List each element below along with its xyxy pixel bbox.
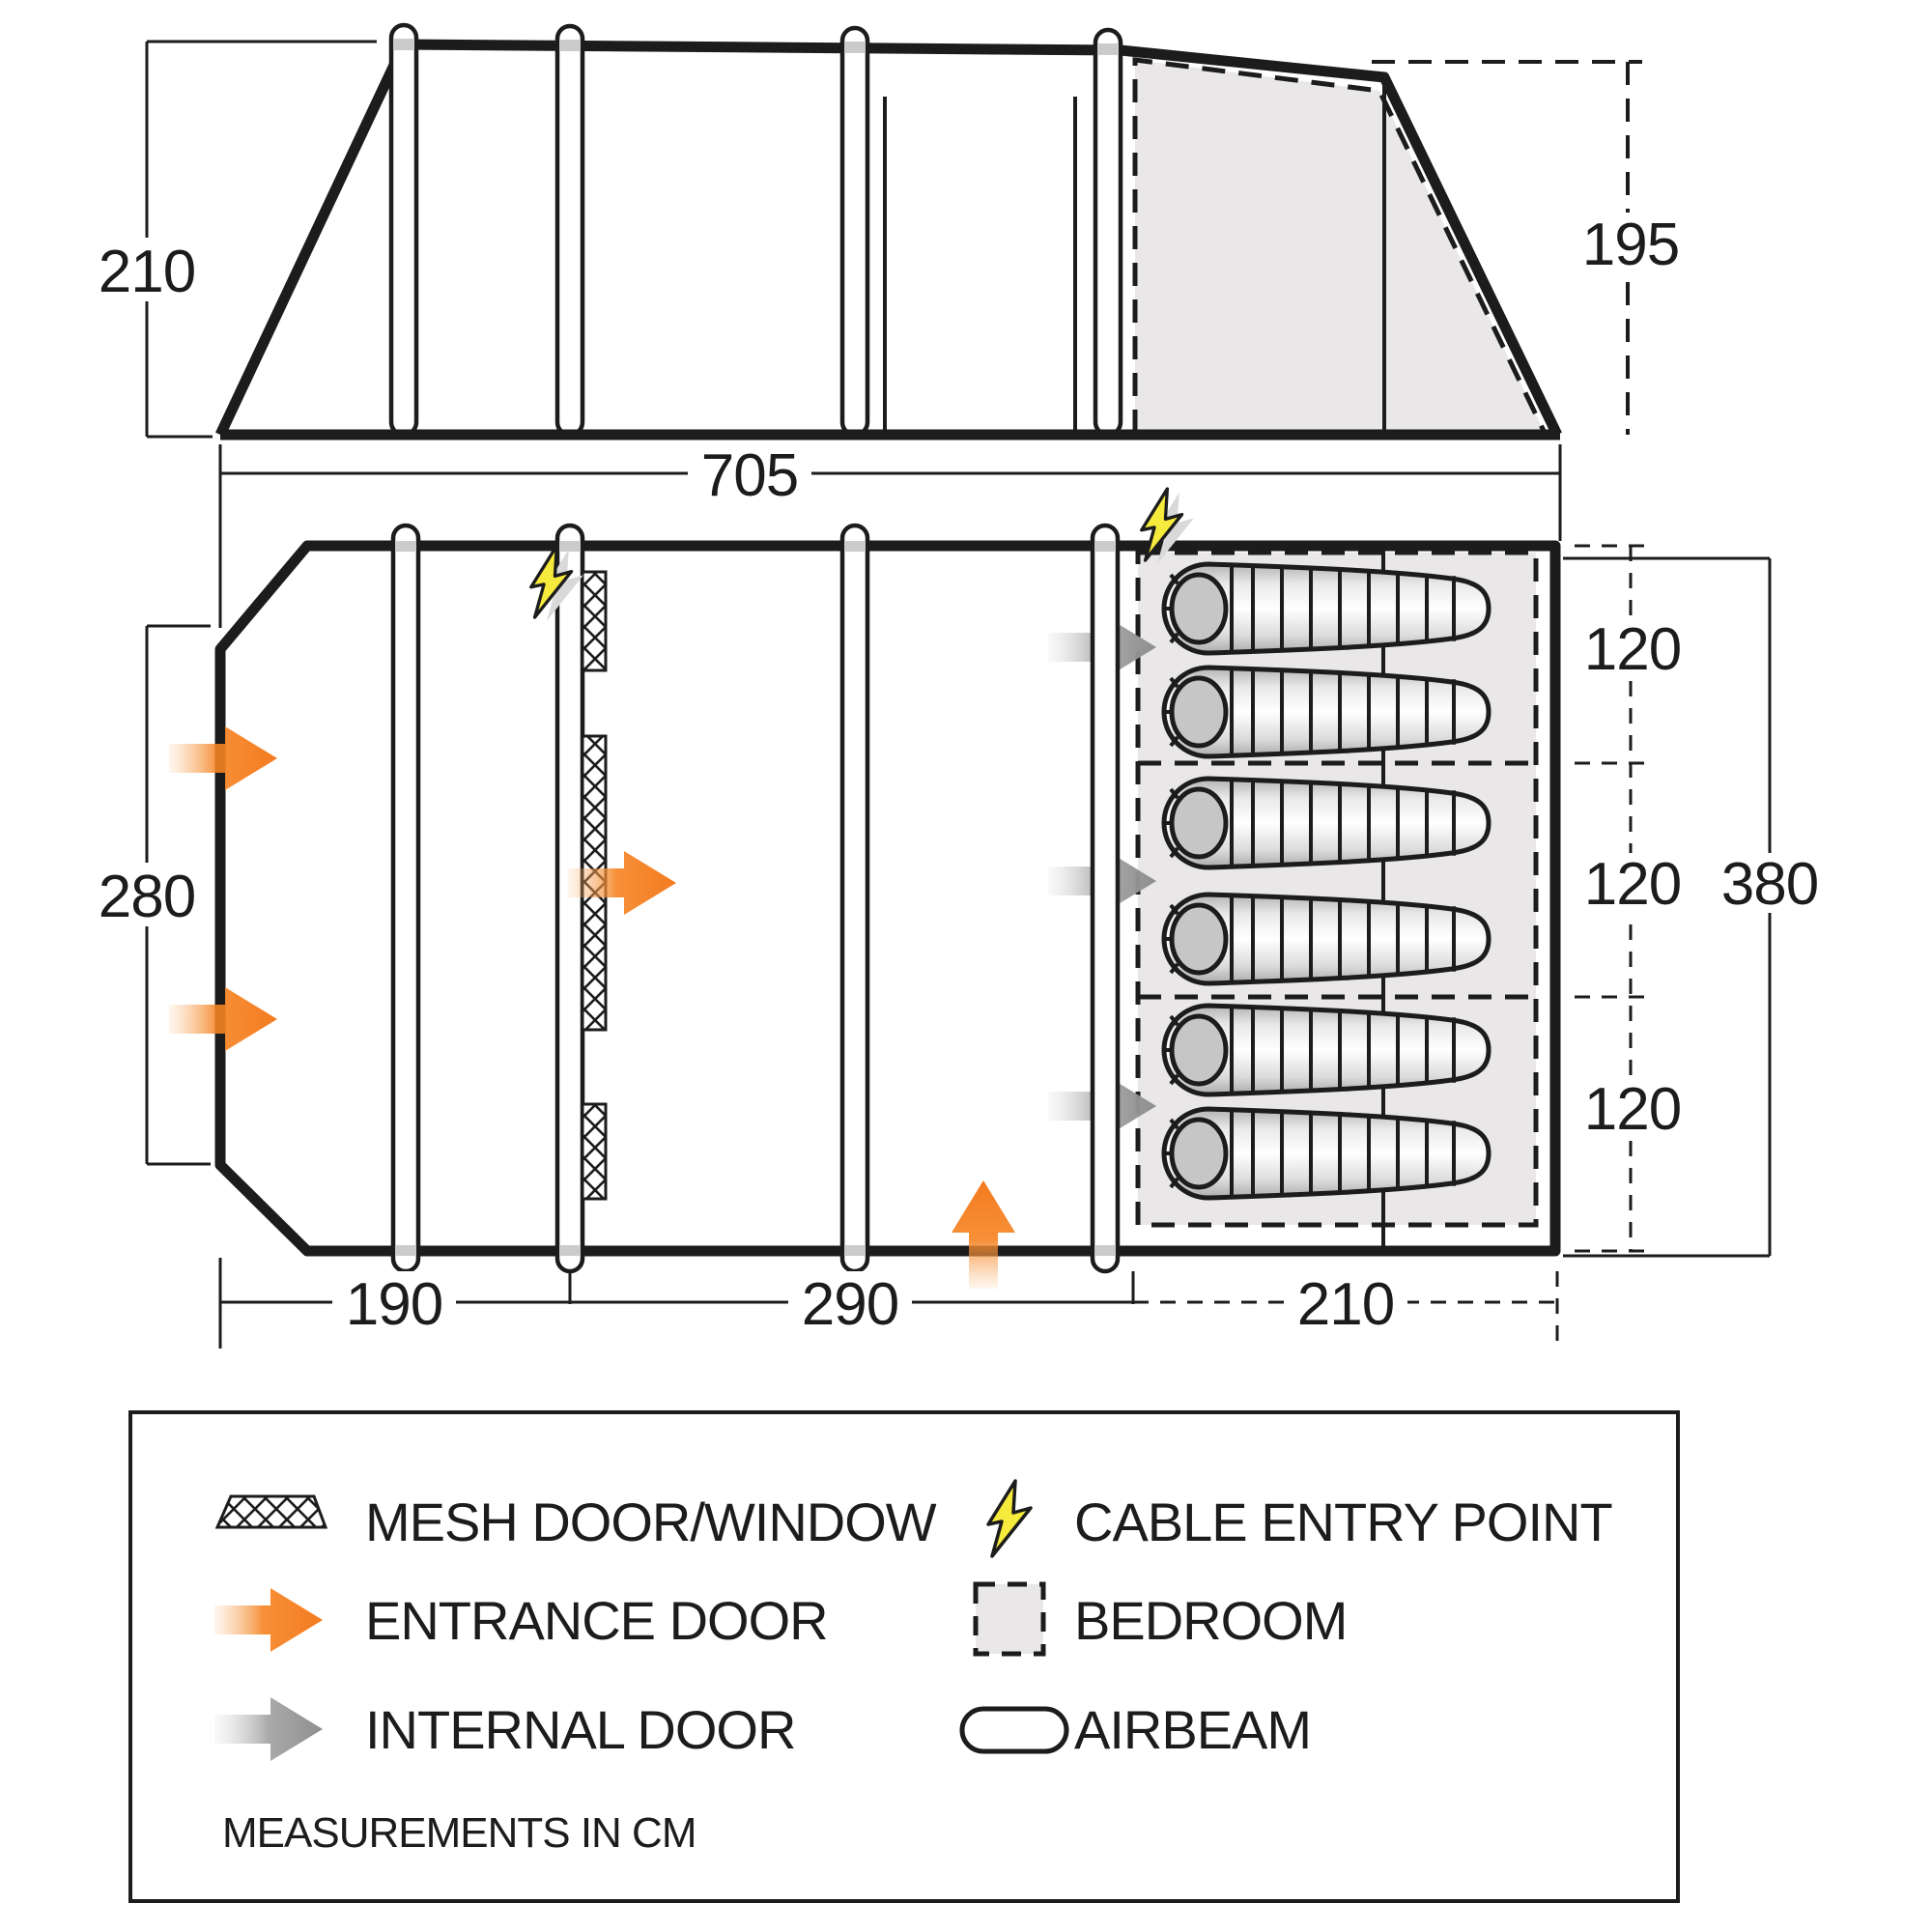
pole-wall-crossing: [1094, 541, 1116, 552]
pole-wall-crossing: [395, 1245, 416, 1256]
dimension-label-210-segment: 210: [1297, 1271, 1394, 1338]
airbeam-pole: [1090, 523, 1121, 1274]
sleeping-bag: [1164, 779, 1489, 867]
legend: MESH DOOR/WINDOW ENTRANCE DOOR INTERNAL …: [128, 1410, 1680, 1903]
floorplan-outer-wall: [214, 540, 1561, 1257]
legend-label-bedroom: BEDROOM: [1074, 1590, 1347, 1651]
pole-wall-crossing: [844, 1245, 866, 1256]
dimension-label-290: 290: [802, 1271, 898, 1338]
legend-box: [128, 1410, 1680, 1903]
sleeping-bag: [1164, 1109, 1489, 1198]
side-bedroom-dashed-outline: [1132, 57, 1548, 435]
pole-wall-crossing: [844, 541, 866, 552]
dimension-bedroom-sections: 120 120 120: [1573, 544, 1690, 1253]
sleeping-bag: [1164, 668, 1489, 756]
dimension-label-195-height: 195: [1582, 212, 1679, 278]
airbeam-pole: [839, 25, 870, 438]
legend-label-entrance: ENTRANCE DOOR: [365, 1590, 828, 1651]
legend-label-mesh: MESH DOOR/WINDOW: [365, 1492, 937, 1552]
legend-label-internal: INTERNAL DOOR: [365, 1699, 795, 1760]
side-bedroom-area: [1135, 60, 1545, 433]
dimension-label-120-c: 120: [1584, 1076, 1681, 1143]
airbeam-pole: [839, 523, 870, 1274]
mesh-window-pattern: [582, 1104, 606, 1199]
airbeam-pole: [1093, 27, 1123, 438]
pole-wall-crossing: [1094, 1245, 1116, 1256]
sleeping-bag: [1164, 895, 1489, 983]
sleeping-bag: [1164, 564, 1489, 653]
legend-label-airbeam: AIRBEAM: [1074, 1699, 1311, 1760]
plan-airbeam-poles: [390, 523, 1121, 1274]
measurements-note: MEASUREMENTS IN CM: [222, 1809, 696, 1857]
airbeam-icon: [959, 1706, 1069, 1754]
side-airbeam-poles: [388, 22, 1123, 438]
dimension-label-380: 380: [1721, 851, 1818, 918]
dimension-label-120-b: 120: [1584, 851, 1681, 918]
sleeping-bag: [1164, 1006, 1489, 1094]
floor-plan-view: 280 190 290 210 120 120: [87, 487, 1832, 1349]
dimension-label-280-width: 280: [99, 864, 195, 930]
pole-roof-crossing: [393, 39, 414, 50]
pole-wall-crossing: [559, 1245, 581, 1256]
dimension-side-height-left: 210: [87, 40, 377, 439]
airbeam-pole: [554, 523, 585, 1274]
dimension-label-210-height: 210: [99, 239, 195, 305]
dimension-living-width: 280: [87, 624, 211, 1166]
airbeam-pole: [388, 22, 419, 438]
mesh-window-pattern: [582, 572, 606, 670]
pole-roof-crossing: [844, 42, 866, 53]
dimension-label-705-length: 705: [701, 442, 798, 509]
airbeam-pole: [554, 23, 585, 438]
dimension-overall-length: 705: [218, 442, 1562, 628]
dimension-side-height-right: 195: [1372, 60, 1690, 435]
airbeam-pole: [390, 523, 421, 1274]
pole-roof-crossing: [1097, 43, 1119, 55]
dimension-bedroom-total: 380: [1563, 556, 1832, 1258]
side-elevation-view: 210 195 705: [87, 22, 1690, 628]
legend-label-cable: CABLE ENTRY POINT: [1074, 1492, 1612, 1552]
pole-wall-crossing: [395, 541, 416, 552]
dimension-label-190: 190: [346, 1271, 442, 1338]
pole-wall-crossing: [559, 541, 581, 552]
bedroom-swatch-icon: [973, 1581, 1046, 1657]
mesh-swatch-pattern: [217, 1496, 326, 1527]
dimension-label-120-a: 120: [1584, 616, 1681, 683]
dimension-bottom-segments: 190 290 210: [218, 1258, 1559, 1349]
pole-roof-crossing: [559, 40, 581, 51]
entrance-door-arrow: [952, 1180, 1015, 1289]
